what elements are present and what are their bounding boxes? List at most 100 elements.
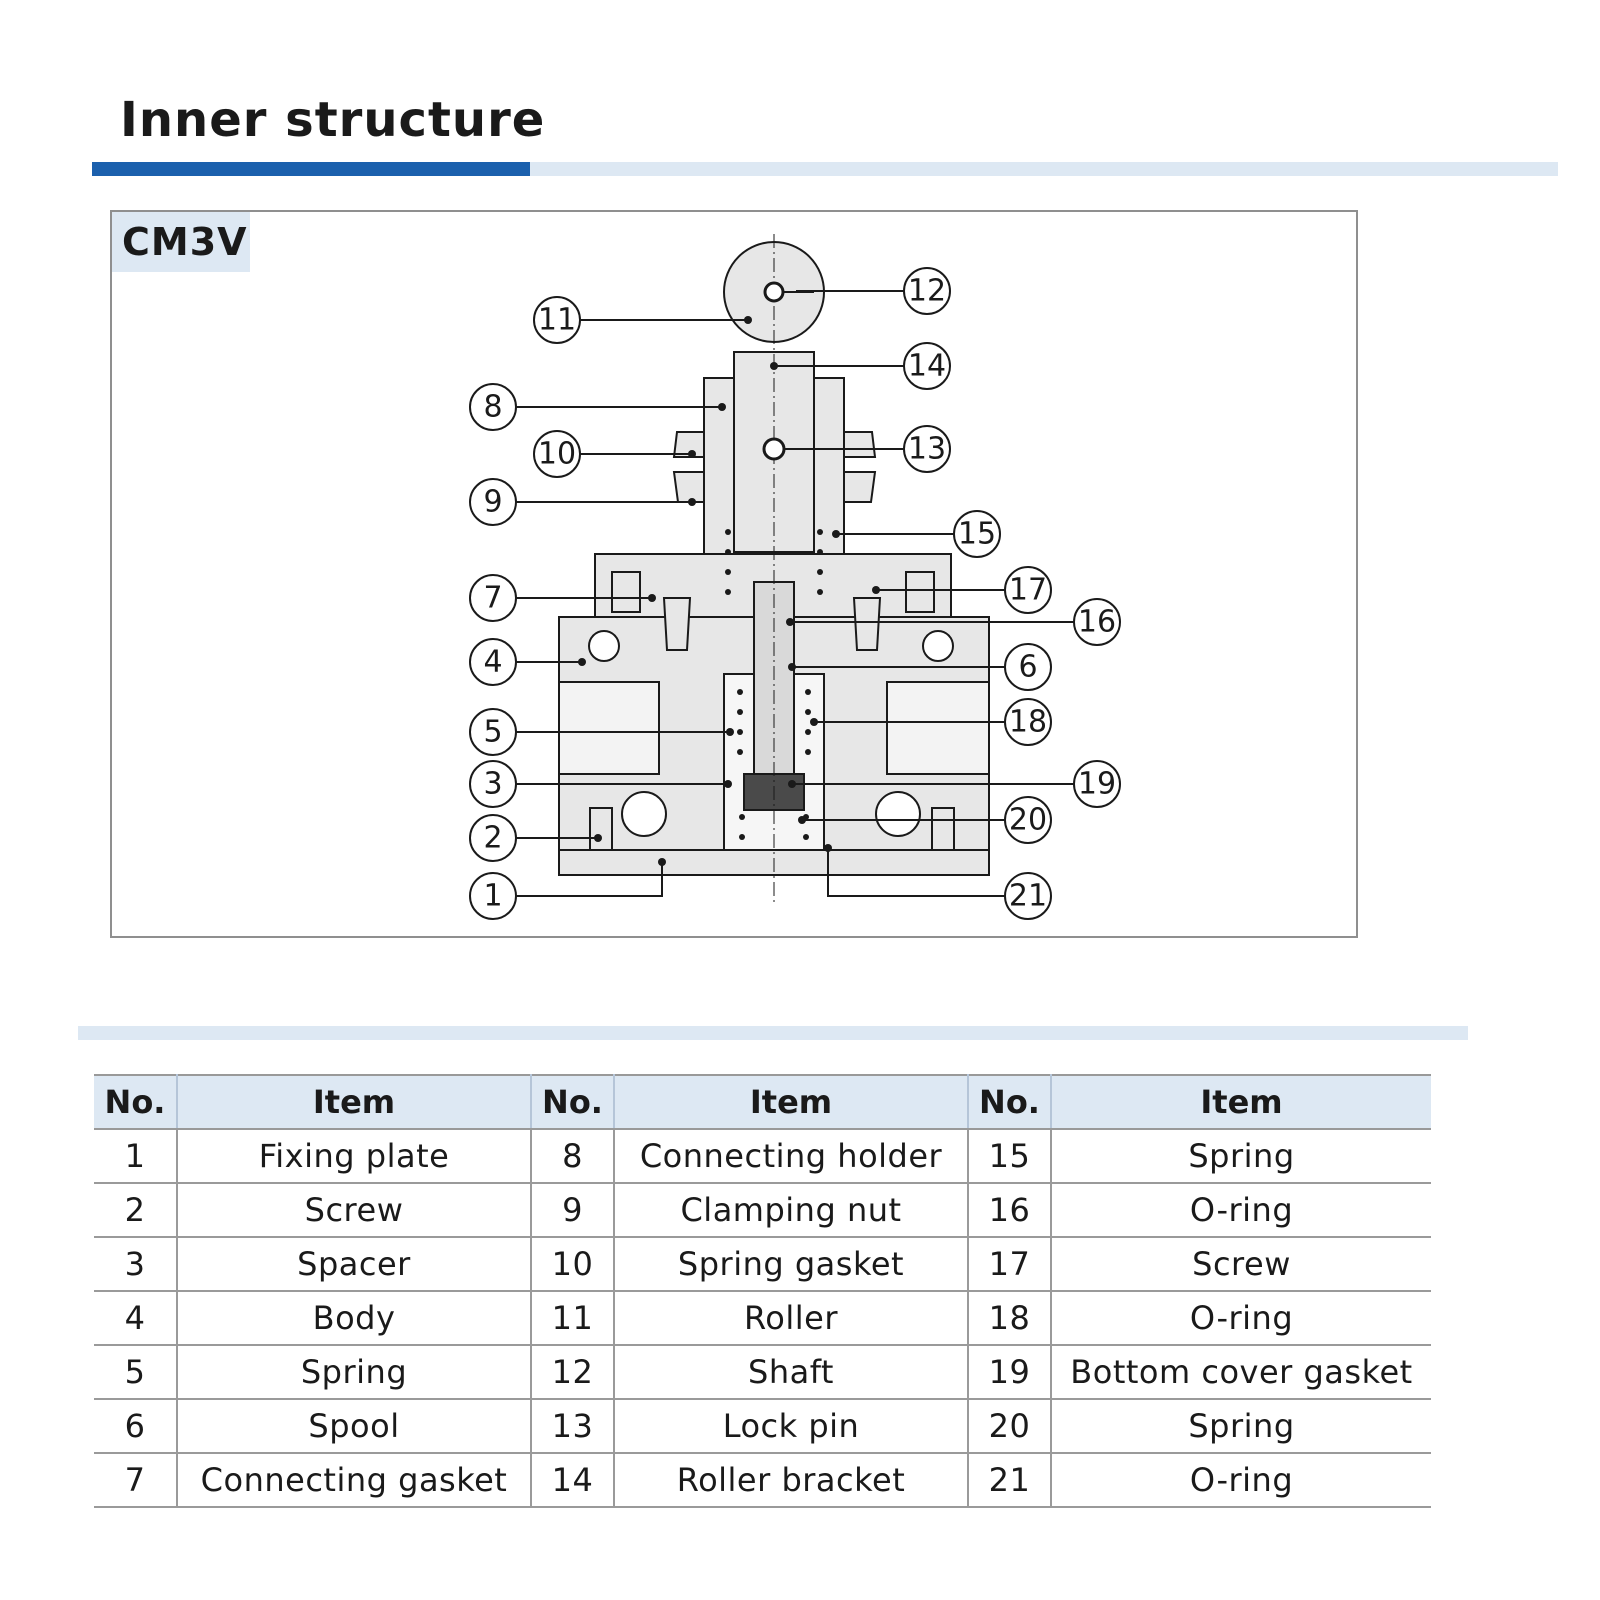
part-name: Clamping nut	[614, 1183, 969, 1238]
header-no: No.	[968, 1074, 1052, 1130]
port-right	[886, 681, 990, 775]
part-name: Spool	[177, 1399, 532, 1454]
callout-12: 12	[908, 274, 946, 309]
part-name: Bottom cover gasket	[1051, 1345, 1431, 1400]
table-header-row: No. Item No. Item No. Item	[94, 1074, 1431, 1130]
part-name: O-ring	[1051, 1291, 1431, 1346]
part-name: Screw	[1051, 1237, 1431, 1292]
part-number: 9	[531, 1183, 615, 1238]
port-left	[558, 681, 660, 775]
header-no: No.	[94, 1074, 178, 1130]
table-row: 7 Connecting gasket 14 Roller bracket 21…	[94, 1453, 1431, 1508]
table-row: 5 Spring 12 Shaft 19 Bottom cover gasket	[94, 1345, 1431, 1400]
part-name: Roller bracket	[614, 1453, 969, 1508]
table-row: 6 Spool 13 Lock pin 20 Spring	[94, 1399, 1431, 1454]
part-name: Connecting holder	[614, 1129, 969, 1184]
callout-10: 10	[538, 437, 576, 472]
table-row: 3 Spacer 10 Spring gasket 17 Screw	[94, 1237, 1431, 1292]
hole-right-bottom	[875, 791, 921, 837]
part-number: 12	[531, 1345, 615, 1400]
leader-dots	[578, 316, 880, 866]
callout-4: 4	[483, 645, 502, 680]
part-name: Spring gasket	[614, 1237, 969, 1292]
part-number: 14	[531, 1453, 615, 1508]
part-number: 5	[94, 1345, 178, 1400]
hole-left-bottom	[621, 791, 667, 837]
callout-15: 15	[958, 517, 996, 552]
part-name: Fixing plate	[177, 1129, 532, 1184]
callout-6: 6	[1018, 650, 1037, 685]
part-number: 6	[94, 1399, 178, 1454]
screw-left-bottom	[589, 807, 613, 851]
spring-dots	[725, 529, 823, 840]
clamping-nut-right	[843, 431, 877, 503]
part-name: Lock pin	[614, 1399, 969, 1454]
part-name: Spring	[177, 1345, 532, 1400]
leader-lines	[510, 290, 1080, 897]
screw-right-top	[852, 597, 882, 651]
header-item: Item	[614, 1074, 969, 1130]
part-name: O-ring	[1051, 1183, 1431, 1238]
screw-right-cap	[905, 571, 935, 613]
callout-7: 7	[483, 581, 502, 616]
part-number: 16	[968, 1183, 1052, 1238]
part-name: Spacer	[177, 1237, 532, 1292]
part-name: Roller	[614, 1291, 969, 1346]
screw-right-bottom	[931, 807, 955, 851]
valve-diagram: 1 2 3 4 5 6 7 8 9 10 11 12 13 14 15 16 1…	[469, 234, 1121, 920]
callout-2: 2	[483, 821, 502, 856]
callout-11: 11	[538, 303, 576, 338]
callout-9: 9	[483, 485, 502, 520]
part-number: 10	[531, 1237, 615, 1292]
callout-14: 14	[908, 349, 946, 384]
diagram-frame: CM3V	[110, 210, 1358, 938]
part-name: O-ring	[1051, 1453, 1431, 1508]
part-number: 15	[968, 1129, 1052, 1184]
part-name: Screw	[177, 1183, 532, 1238]
model-label: CM3V	[112, 212, 250, 272]
callout-16: 16	[1078, 605, 1116, 640]
part-name: Shaft	[614, 1345, 969, 1400]
hole-right-top	[922, 630, 954, 662]
callout-20: 20	[1009, 803, 1047, 838]
callout-1: 1	[483, 879, 502, 914]
part-name: Spring	[1051, 1399, 1431, 1454]
callout-5: 5	[483, 715, 502, 750]
part-number: 11	[531, 1291, 615, 1346]
part-number: 2	[94, 1183, 178, 1238]
callout-21: 21	[1009, 879, 1047, 914]
callout-17: 17	[1009, 573, 1047, 608]
part-number: 4	[94, 1291, 178, 1346]
part-number: 1	[94, 1129, 178, 1184]
callout-19: 19	[1078, 767, 1116, 802]
part-number: 18	[968, 1291, 1052, 1346]
part-number: 8	[531, 1129, 615, 1184]
callout-18: 18	[1009, 705, 1047, 740]
part-name: Body	[177, 1291, 532, 1346]
header-item: Item	[1051, 1074, 1431, 1130]
page-title: Inner structure	[120, 92, 546, 148]
section-divider	[78, 1026, 1468, 1040]
table-row: 4 Body 11 Roller 18 O-ring	[94, 1291, 1431, 1346]
part-number: 19	[968, 1345, 1052, 1400]
callout-8: 8	[483, 390, 502, 425]
title-underline-accent	[92, 162, 530, 176]
screw-left-top	[662, 597, 692, 651]
part-number: 17	[968, 1237, 1052, 1292]
part-number: 3	[94, 1237, 178, 1292]
header-item: Item	[177, 1074, 532, 1130]
parts-table: No. Item No. Item No. Item 1 Fixing plat…	[94, 1074, 1431, 1508]
part-name: Connecting gasket	[177, 1453, 532, 1508]
callout-13: 13	[908, 432, 946, 467]
clamping-nut-left	[672, 431, 705, 503]
screw-left-cap	[611, 571, 641, 613]
hole-left-top	[588, 630, 620, 662]
part-number: 20	[968, 1399, 1052, 1454]
part-number: 7	[94, 1453, 178, 1508]
part-number: 21	[968, 1453, 1052, 1508]
callout-3: 3	[483, 767, 502, 802]
table-row: 1 Fixing plate 8 Connecting holder 15 Sp…	[94, 1129, 1431, 1184]
part-name: Spring	[1051, 1129, 1431, 1184]
table-row: 2 Screw 9 Clamping nut 16 O-ring	[94, 1183, 1431, 1238]
part-number: 13	[531, 1399, 615, 1454]
